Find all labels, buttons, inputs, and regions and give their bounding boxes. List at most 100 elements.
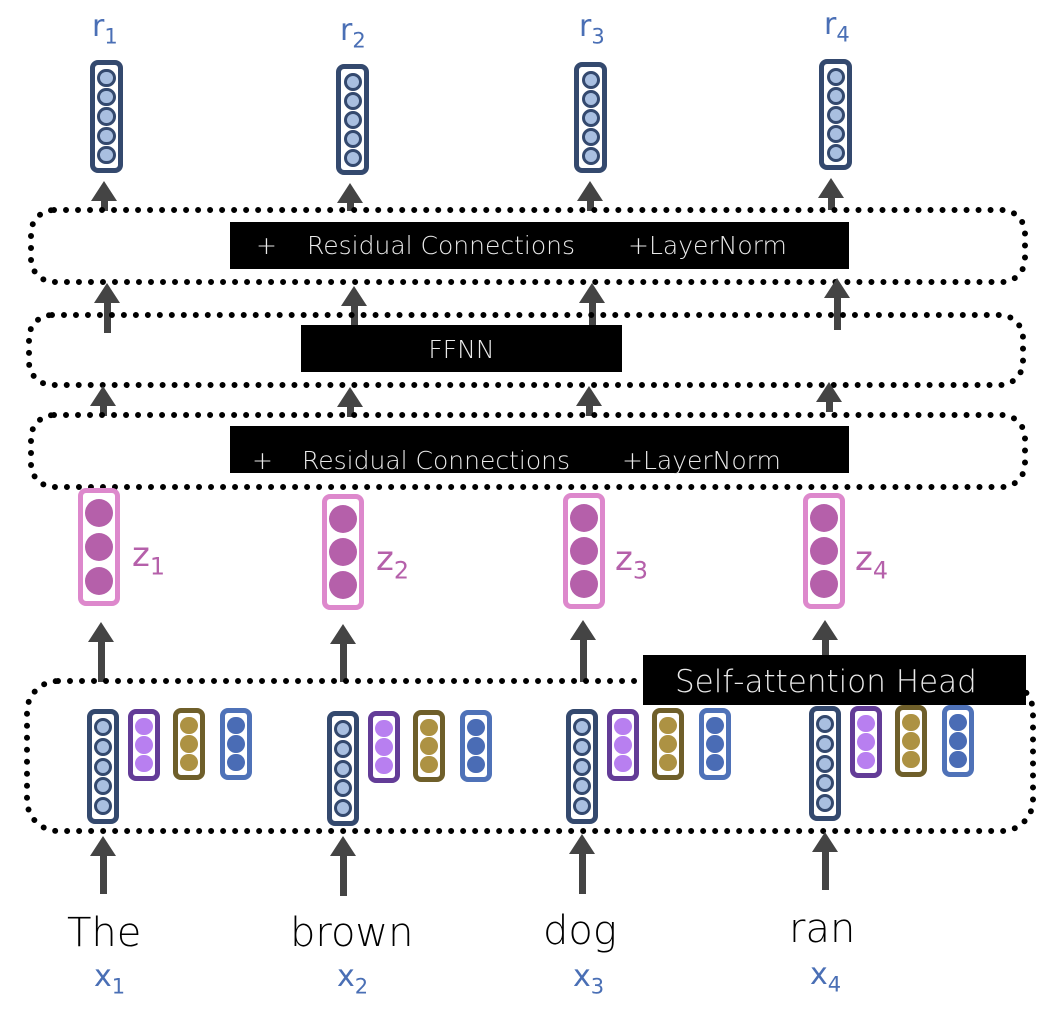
vector-unit-icon bbox=[816, 714, 834, 733]
vector-unit-icon bbox=[857, 714, 875, 733]
arrow-shaft bbox=[586, 404, 593, 416]
arrow-shaft bbox=[100, 404, 107, 416]
arrow-shaft bbox=[101, 199, 108, 211]
vector-unit-icon bbox=[135, 717, 153, 736]
plus-sign: + bbox=[256, 231, 277, 260]
vector-unit-icon bbox=[570, 503, 598, 532]
ffnn-banner: FFNN bbox=[301, 325, 622, 372]
arrow-shaft bbox=[587, 199, 594, 211]
value-vector-3 bbox=[699, 708, 731, 780]
arrow-head-icon bbox=[337, 183, 363, 203]
vector-unit-icon bbox=[570, 570, 598, 599]
vector-unit-icon bbox=[420, 737, 438, 755]
vector-unit-icon bbox=[826, 67, 845, 86]
input-word-1: The bbox=[67, 910, 142, 956]
arrow-head-icon bbox=[91, 181, 117, 201]
z-label-1: z1 bbox=[132, 535, 165, 581]
arrow-head-icon bbox=[812, 620, 838, 640]
input-label-x2: x2 bbox=[337, 959, 369, 999]
vector-unit-icon bbox=[97, 107, 116, 126]
vector-unit-icon bbox=[902, 750, 920, 769]
arrow-head-icon bbox=[576, 386, 602, 406]
vector-unit-icon bbox=[135, 736, 153, 754]
output-label-r4: r4 bbox=[824, 7, 850, 47]
vector-unit-icon bbox=[343, 148, 362, 167]
input-word-4: ran bbox=[789, 906, 856, 952]
query-vector-1 bbox=[128, 709, 160, 781]
key-vector-3 bbox=[652, 708, 684, 780]
layernorm-label: +LayerNorm bbox=[628, 231, 787, 260]
z-vector-2 bbox=[322, 494, 364, 610]
key-vector-1 bbox=[173, 708, 205, 780]
arrow-head-icon bbox=[570, 620, 596, 640]
self-attention-banner: Self-attention Head bbox=[643, 655, 1026, 705]
vector-unit-icon bbox=[902, 713, 920, 732]
vector-unit-icon bbox=[570, 537, 598, 565]
arrow-head-icon bbox=[824, 278, 850, 298]
vector-unit-icon bbox=[573, 797, 591, 816]
z-vector-1 bbox=[78, 488, 120, 606]
input-word-2: brown bbox=[290, 910, 414, 956]
vector-unit-icon bbox=[949, 713, 967, 732]
residual-connections-label: Residual Connections bbox=[307, 231, 576, 260]
arrow-shaft bbox=[822, 638, 829, 656]
vector-unit-icon bbox=[94, 797, 112, 816]
vector-unit-icon bbox=[227, 753, 245, 772]
arrow-shaft bbox=[98, 640, 105, 682]
vector-unit-icon bbox=[816, 774, 834, 793]
arrow-head-icon bbox=[337, 387, 363, 407]
arrow-head-icon bbox=[812, 832, 838, 852]
arrow-head-icon bbox=[330, 624, 356, 644]
input-word-3: dog bbox=[543, 908, 617, 954]
vector-unit-icon bbox=[85, 567, 113, 595]
vector-unit-icon bbox=[375, 756, 393, 775]
vector-unit-icon bbox=[97, 126, 116, 146]
vector-unit-icon bbox=[334, 779, 352, 798]
vector-unit-icon bbox=[135, 754, 153, 773]
embedding-vector-x3 bbox=[566, 709, 598, 824]
arrow-head-icon bbox=[90, 386, 116, 406]
arrow-shaft bbox=[579, 852, 586, 894]
vector-unit-icon bbox=[227, 716, 245, 735]
arrow-head-icon bbox=[579, 283, 605, 303]
output-label-r3: r3 bbox=[579, 9, 605, 49]
output-vector-r3 bbox=[574, 62, 607, 173]
vector-unit-icon bbox=[614, 754, 632, 773]
value-vector-4 bbox=[942, 705, 974, 777]
query-vector-4 bbox=[850, 706, 882, 778]
input-label-x1: x1 bbox=[94, 959, 126, 999]
vector-unit-icon bbox=[816, 794, 834, 813]
output-vector-r1 bbox=[90, 60, 123, 173]
arrow-shaft bbox=[347, 405, 354, 417]
vector-unit-icon bbox=[810, 537, 838, 565]
vector-unit-icon bbox=[573, 717, 591, 736]
ffnn-label: FFNN bbox=[428, 335, 495, 364]
vector-unit-icon bbox=[343, 72, 362, 91]
output-label-r2: r2 bbox=[340, 13, 366, 53]
vector-unit-icon bbox=[581, 127, 600, 146]
key-vector-4 bbox=[895, 705, 927, 777]
value-vector-2 bbox=[460, 710, 492, 782]
z-label-2: z2 bbox=[376, 539, 409, 585]
vector-unit-icon bbox=[343, 129, 362, 148]
vector-unit-icon bbox=[375, 738, 393, 756]
vector-unit-icon bbox=[810, 503, 838, 532]
vector-unit-icon bbox=[659, 716, 677, 735]
plus-sign: + bbox=[252, 446, 273, 475]
input-label-x3: x3 bbox=[573, 959, 605, 999]
vector-unit-icon bbox=[420, 718, 438, 737]
vector-unit-icon bbox=[706, 753, 724, 772]
arrow-head-icon bbox=[330, 836, 356, 856]
ffnn-layer bbox=[26, 312, 1026, 388]
vector-unit-icon bbox=[949, 732, 967, 750]
top-residual-banner: + Residual Connections +LayerNorm bbox=[230, 222, 849, 269]
vector-unit-icon bbox=[706, 735, 724, 753]
vector-unit-icon bbox=[826, 105, 845, 124]
vector-unit-icon bbox=[334, 719, 352, 738]
vector-unit-icon bbox=[614, 736, 632, 754]
vector-unit-icon bbox=[614, 717, 632, 736]
z-label-3: z3 bbox=[615, 539, 648, 585]
top-residual-layer bbox=[28, 207, 1028, 285]
vector-unit-icon bbox=[857, 751, 875, 770]
